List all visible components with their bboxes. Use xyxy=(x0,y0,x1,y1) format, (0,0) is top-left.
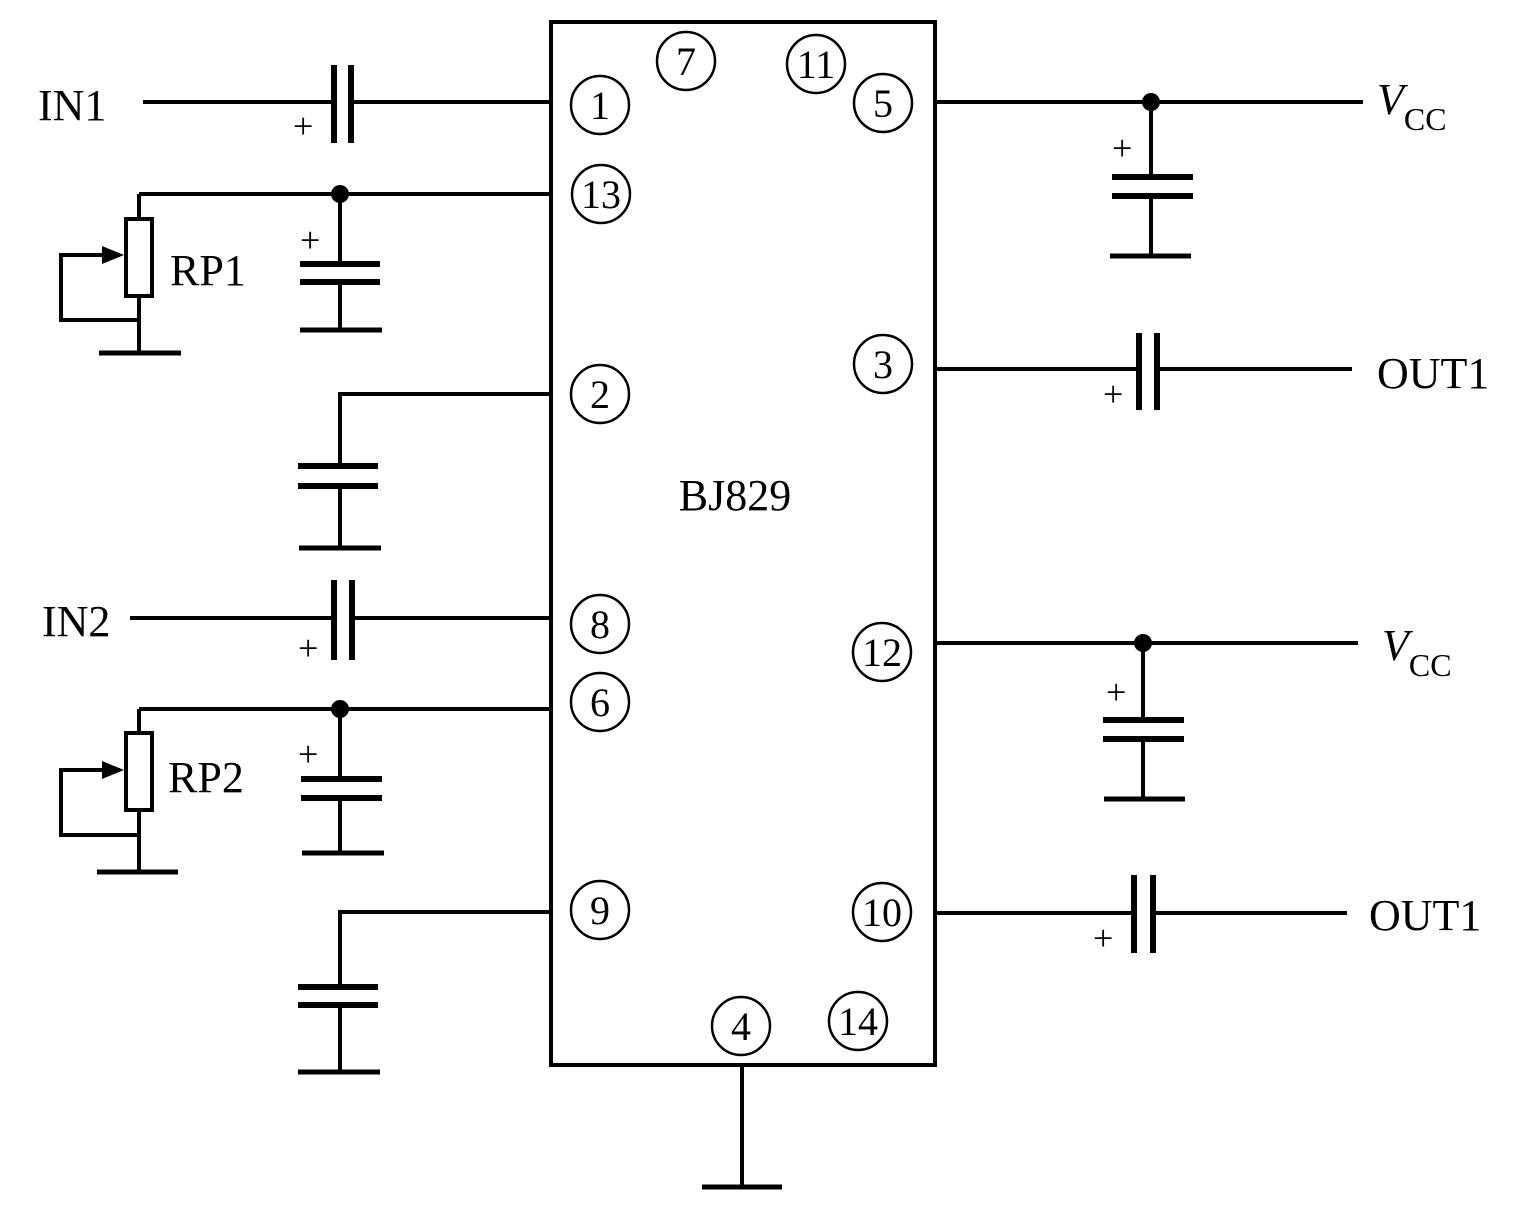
pin-9-number: 9 xyxy=(590,888,610,933)
in1-network: IN1 + xyxy=(38,65,551,146)
pin-12: 12 xyxy=(851,621,913,683)
pin-10: 10 xyxy=(851,881,913,943)
pin-3-number: 3 xyxy=(873,342,893,387)
pin-6-number: 6 xyxy=(590,680,610,725)
pin2-network xyxy=(298,392,551,551)
pin12-cap-plus: + xyxy=(1106,672,1126,712)
pin-11: 11 xyxy=(785,33,847,95)
pin-13: 13 xyxy=(570,163,632,225)
pin-14: 14 xyxy=(827,990,889,1052)
in1-cap-plus: + xyxy=(293,106,313,146)
pin-3: 3 xyxy=(852,333,914,395)
pin9-network xyxy=(298,910,551,1075)
pin5-network: + VCC xyxy=(935,75,1447,259)
pin-2-number: 2 xyxy=(590,372,610,417)
pin3-network: + OUT1 xyxy=(935,333,1489,414)
rp2-resistor xyxy=(124,731,154,812)
pin6-network: RP2 + xyxy=(59,700,551,875)
in2-label: IN2 xyxy=(42,597,110,646)
pin-8-number: 8 xyxy=(590,602,610,647)
pin-7-number: 7 xyxy=(676,39,696,84)
pin3-cap-plus: + xyxy=(1103,374,1123,414)
pin5-cap-plus: + xyxy=(1112,128,1132,168)
pin6-cap-plus: + xyxy=(298,734,318,774)
pin-13-number: 13 xyxy=(581,172,621,217)
pin-2: 2 xyxy=(569,363,631,425)
rp1-label: RP1 xyxy=(170,246,246,295)
pin-12-number: 12 xyxy=(862,630,902,675)
pin-1: 1 xyxy=(569,74,631,136)
pin13-network: RP1 + xyxy=(59,185,551,356)
pin-4: 4 xyxy=(710,995,772,1057)
vcc-label-bottom: VCC xyxy=(1382,621,1452,683)
in1-label: IN1 xyxy=(38,81,106,130)
out-top-label: OUT1 xyxy=(1377,349,1489,398)
pin-5: 5 xyxy=(852,72,914,134)
in2-network: IN2 + xyxy=(42,580,551,668)
in2-cap-plus: + xyxy=(298,628,318,668)
pin10-cap-plus: + xyxy=(1093,918,1113,958)
vcc-label-top: VCC xyxy=(1377,75,1447,137)
pin-9: 9 xyxy=(569,879,631,941)
pin10-network: + OUT1 xyxy=(935,875,1481,958)
pin-5-number: 5 xyxy=(873,81,893,126)
pin-6: 6 xyxy=(569,671,631,733)
pin-10-number: 10 xyxy=(862,890,902,935)
pin12-network: + VCC xyxy=(935,621,1452,802)
pin-14-number: 14 xyxy=(838,999,878,1044)
pin4-ground xyxy=(702,1065,782,1190)
pin-1-number: 1 xyxy=(590,83,610,128)
out-bottom-label: OUT1 xyxy=(1369,891,1481,940)
pin-11-number: 11 xyxy=(797,42,836,87)
pin-7: 7 xyxy=(655,30,717,92)
pin13-cap-plus: + xyxy=(300,220,320,260)
pin-8: 8 xyxy=(569,593,631,655)
rp1-resistor xyxy=(124,217,154,298)
rp2-label: RP2 xyxy=(168,753,244,802)
chip-label: BJ829 xyxy=(679,471,791,520)
pin-4-number: 4 xyxy=(731,1004,751,1049)
